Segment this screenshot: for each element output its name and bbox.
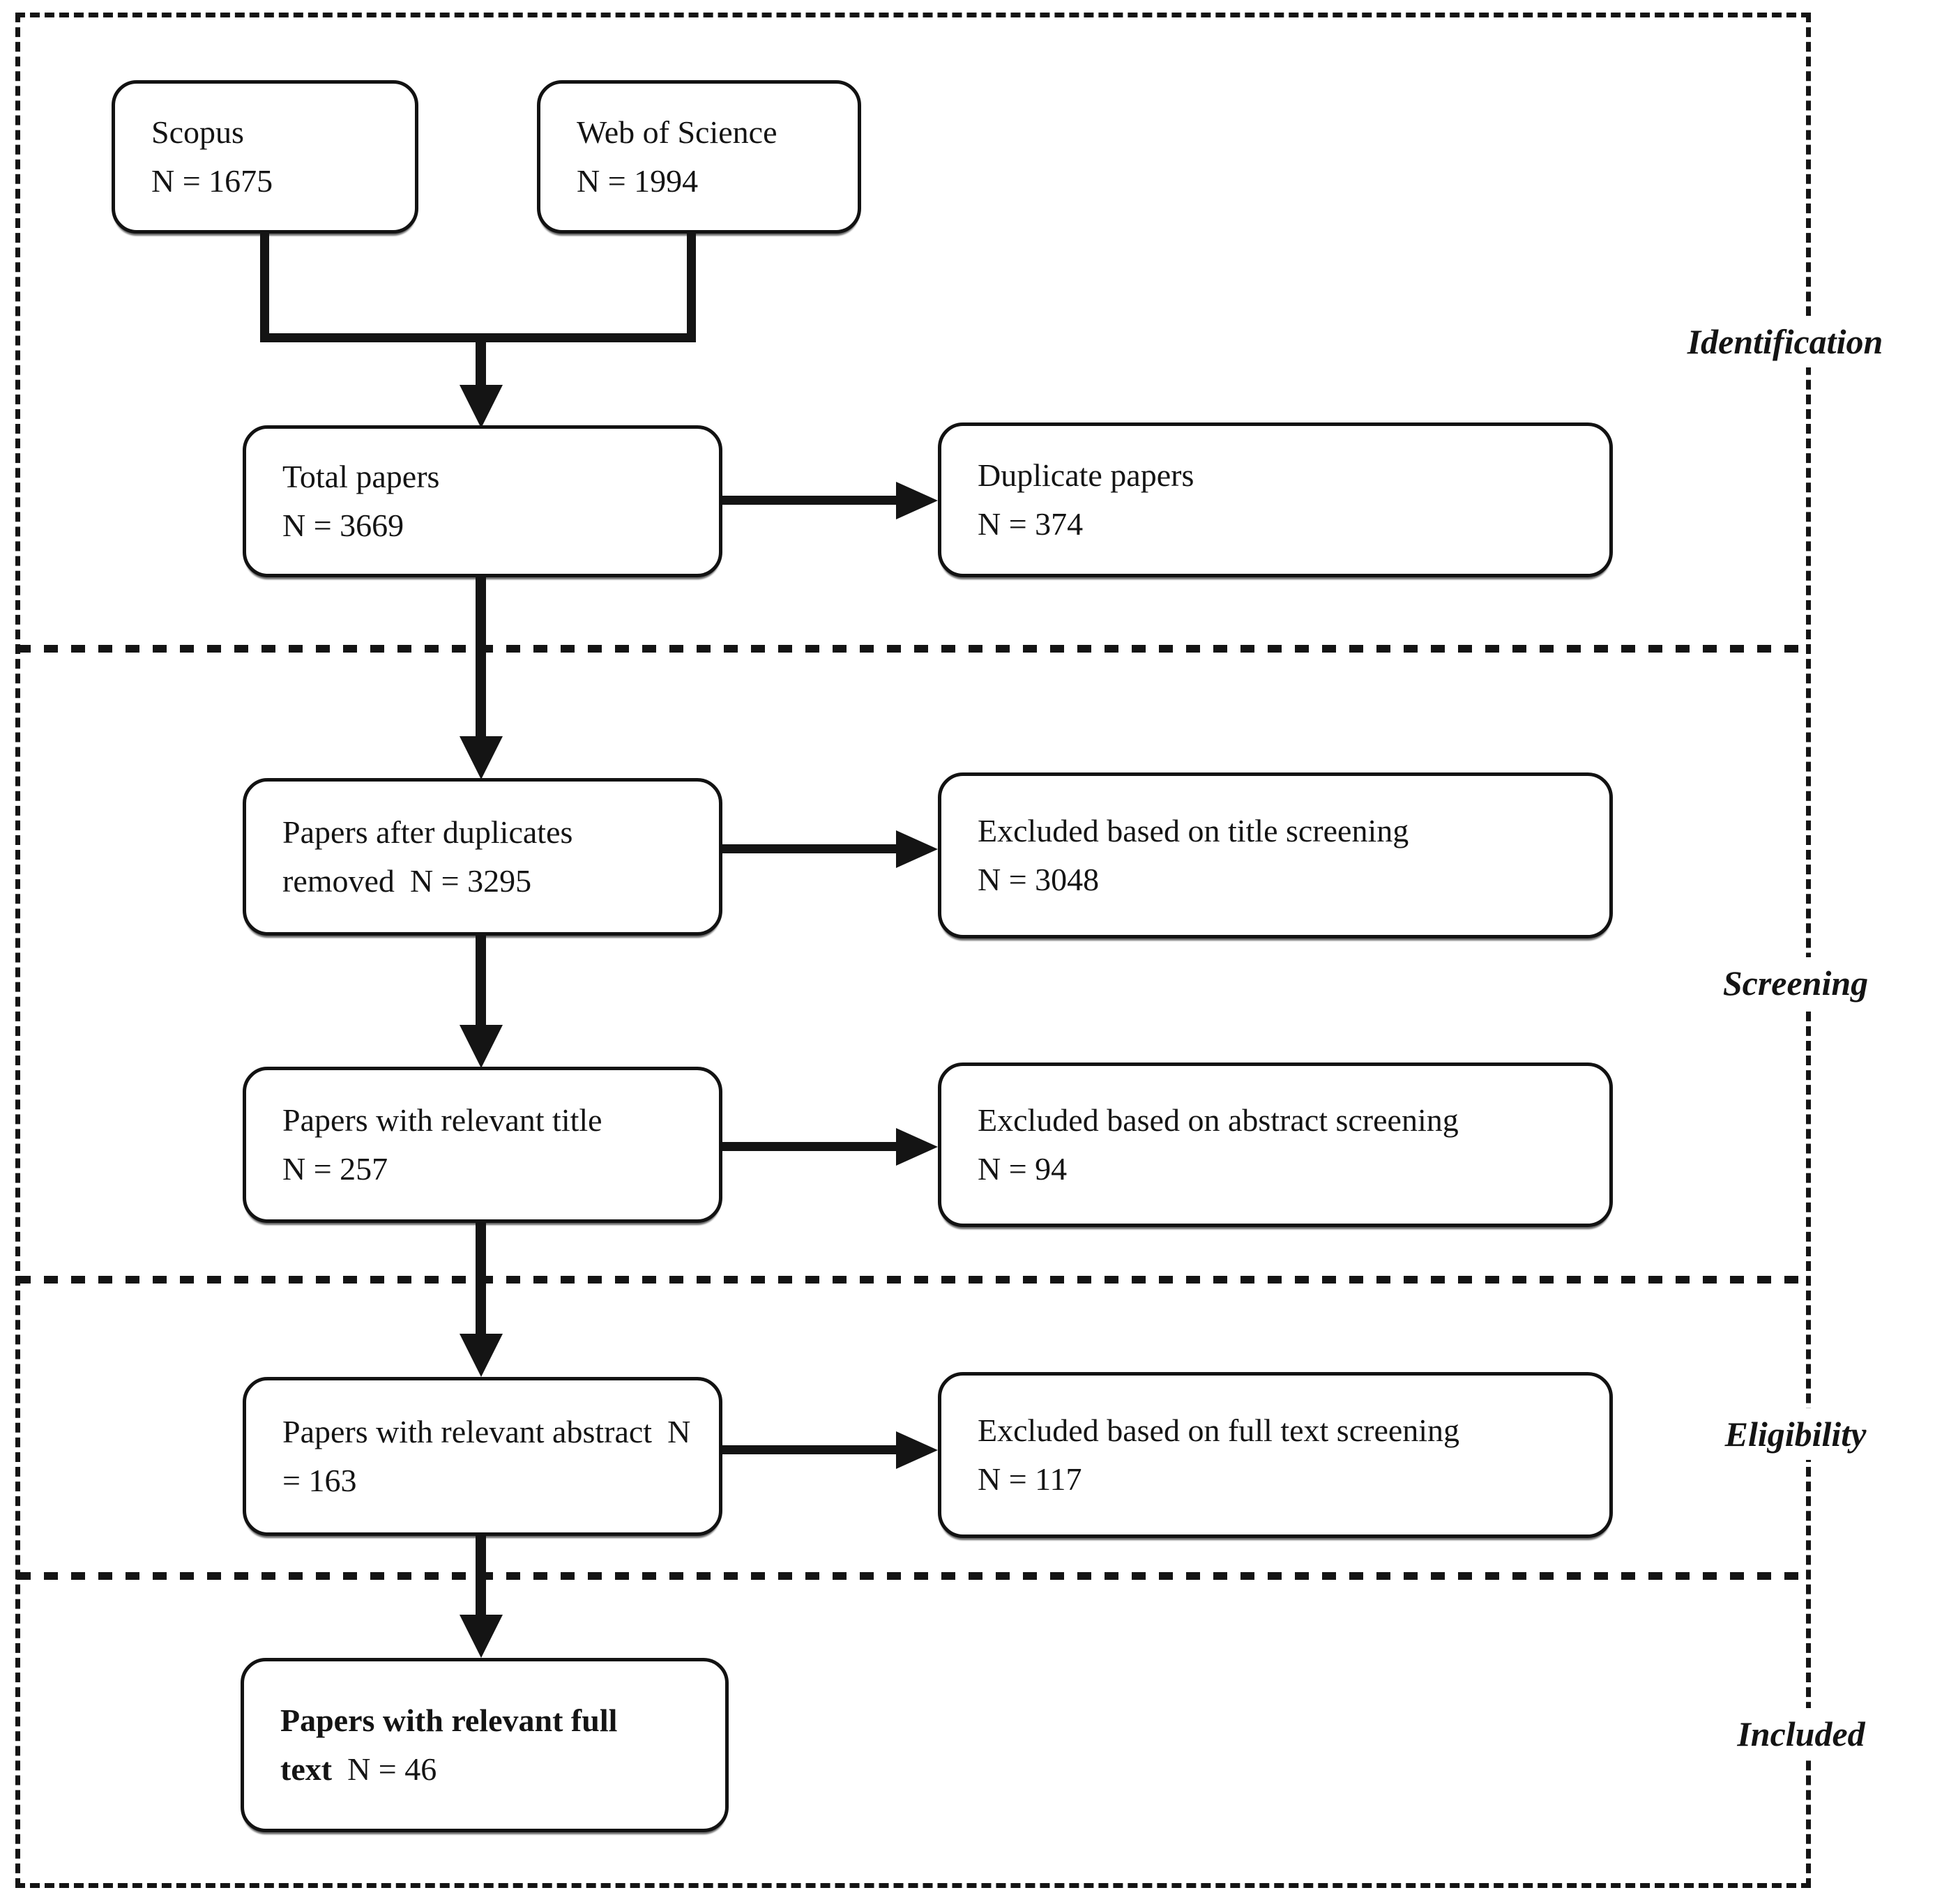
arrow-relabstract-to-fulltext-shaft: [476, 1536, 486, 1617]
node-excluded-abstract-count: N = 94: [978, 1151, 1068, 1187]
node-relevant-title-count: N = 257: [282, 1151, 388, 1187]
node-total-papers-label: Total papers: [282, 459, 440, 495]
node-duplicate-papers: Duplicate papers N = 374: [938, 422, 1613, 577]
node-scopus: Scopus N = 1675: [112, 80, 418, 234]
node-web-of-science: Web of Science N = 1994: [537, 80, 861, 234]
arrow-relabstract-to-fulltext-head-icon: [460, 1615, 503, 1658]
arrow-reltitle-to-relabstract-head-icon: [460, 1334, 503, 1377]
node-excluded-title-label: Excluded based on title screening: [978, 813, 1409, 849]
merge-arrowhead-icon: [460, 385, 503, 428]
divider-eligibility-included: [17, 1572, 1810, 1580]
arrow-relabstract-to-exclfulltext-head-icon: [896, 1431, 938, 1469]
outer-dashed-border: [15, 13, 1811, 1888]
merge-stem-scopus: [260, 232, 269, 342]
node-excluded-title: Excluded based on title screening N = 30…: [938, 772, 1613, 938]
stage-label-screening: Screening: [1710, 957, 1881, 1009]
node-duplicate-papers-label: Duplicate papers: [978, 457, 1194, 494]
node-excluded-fulltext-label: Excluded based on full text screening: [978, 1412, 1460, 1449]
stage-label-included: Included: [1724, 1708, 1878, 1760]
arrow-total-to-afterdup-head-icon: [460, 736, 503, 779]
node-relevant-fulltext-count: N = 46: [347, 1751, 437, 1787]
merge-stem-web-of-science: [687, 232, 696, 342]
node-excluded-fulltext: Excluded based on full text screening N …: [938, 1372, 1613, 1538]
node-excluded-fulltext-count: N = 117: [978, 1461, 1082, 1497]
node-excluded-abstract: Excluded based on abstract screening N =…: [938, 1063, 1613, 1227]
arrow-total-to-duplicates-head-icon: [896, 482, 938, 519]
stage-label-eligibility: Eligibility: [1712, 1408, 1879, 1460]
node-relevant-title: Papers with relevant title N = 257: [243, 1067, 722, 1223]
merge-drop-shaft: [476, 342, 486, 388]
node-duplicate-papers-count: N = 374: [978, 506, 1084, 542]
node-relevant-abstract-count: N = 163: [282, 1414, 691, 1498]
arrow-reltitle-to-relabstract-shaft: [476, 1220, 486, 1337]
arrow-total-to-afterdup-shaft: [476, 575, 486, 739]
merge-bar: [260, 333, 696, 342]
node-relevant-title-label: Papers with relevant title: [282, 1102, 602, 1138]
arrow-afterdup-to-excltitle-shaft: [722, 844, 898, 853]
arrow-afterdup-to-reltitle-head-icon: [460, 1025, 503, 1068]
divider-identification-screening: [17, 645, 1810, 653]
divider-screening-eligibility: [17, 1276, 1810, 1284]
node-excluded-abstract-label: Excluded based on abstract screening: [978, 1102, 1459, 1138]
node-after-duplicates-count: N = 3295: [409, 863, 532, 899]
node-after-duplicates-label: Papers after duplicates removed: [282, 814, 573, 899]
node-web-of-science-count: N = 1994: [577, 163, 699, 199]
arrow-relabstract-to-exclfulltext-shaft: [722, 1445, 898, 1454]
node-excluded-title-count: N = 3048: [978, 862, 1100, 897]
node-total-papers: Total papers N = 3669: [243, 425, 722, 577]
arrow-afterdup-to-excltitle-head-icon: [896, 830, 938, 868]
arrow-afterdup-to-reltitle-shaft: [476, 933, 486, 1035]
node-relevant-fulltext-label: Papers with relevant full text: [280, 1703, 618, 1787]
node-scopus-label: Scopus: [151, 114, 244, 151]
node-total-papers-count: N = 3669: [282, 508, 404, 543]
node-scopus-count: N = 1675: [151, 163, 273, 199]
node-relevant-abstract-label: Papers with relevant abstract: [282, 1414, 653, 1450]
arrow-total-to-duplicates-shaft: [722, 496, 898, 505]
stage-label-identification: Identification: [1674, 316, 1896, 367]
node-web-of-science-label: Web of Science: [577, 114, 777, 151]
arrow-reltitle-to-exclabstract-shaft: [722, 1142, 898, 1151]
arrow-reltitle-to-exclabstract-head-icon: [896, 1128, 938, 1166]
